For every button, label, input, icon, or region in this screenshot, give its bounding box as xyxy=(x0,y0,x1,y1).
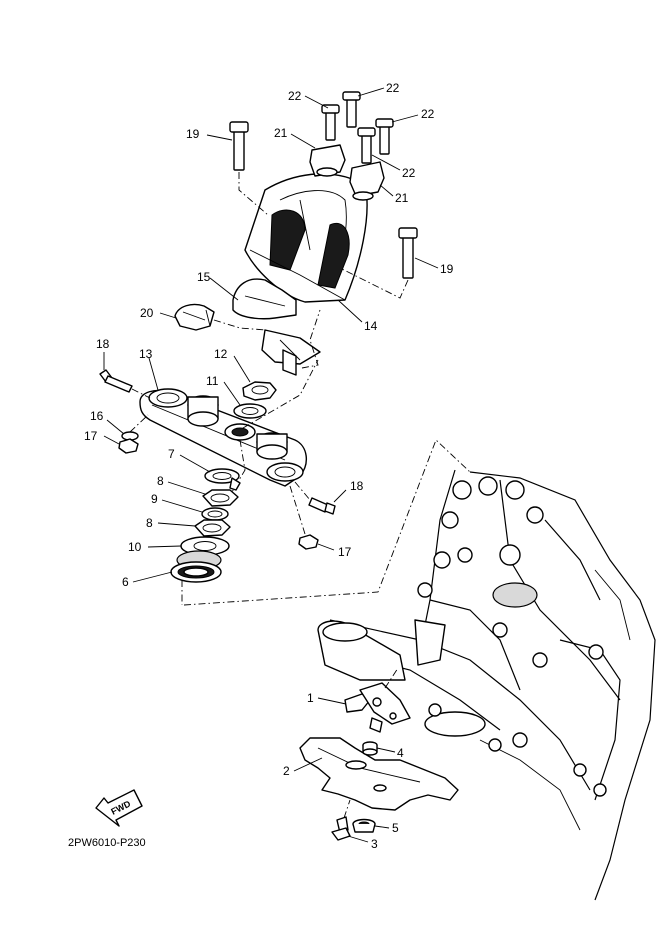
reference-line-3 xyxy=(343,799,351,819)
leader-lines xyxy=(103,87,439,843)
lock-washer-9 xyxy=(201,507,229,521)
callout-3: 3 xyxy=(371,837,378,851)
nut-17-lower xyxy=(298,534,319,550)
callout-8-upper: 8 xyxy=(157,474,164,488)
callout-15: 15 xyxy=(197,270,211,284)
callout-14: 14 xyxy=(364,319,378,333)
reference-line-bracket-top xyxy=(242,359,319,429)
collar-4 xyxy=(362,741,378,756)
bolt-22-d xyxy=(357,127,376,164)
bolt-18-lower xyxy=(308,497,336,515)
bolt-19-left xyxy=(229,121,249,171)
callout-4: 4 xyxy=(397,746,404,760)
reference-line-1 xyxy=(384,667,399,689)
callout-17-lower: 17 xyxy=(338,545,352,559)
steering-nut-12 xyxy=(242,381,277,401)
reference-line-18-upper xyxy=(131,388,151,399)
reference-line-18-lower xyxy=(294,481,311,501)
callout-19-right: 19 xyxy=(440,262,454,276)
bolt-22-b xyxy=(342,91,361,128)
callout-5: 5 xyxy=(392,821,399,835)
reference-line-19-left xyxy=(238,172,269,216)
nut-17-upper xyxy=(118,438,139,454)
reference-line-20 xyxy=(213,319,267,331)
callout-1: 1 xyxy=(307,691,314,705)
handle-guard xyxy=(232,278,321,376)
callout-19-left: 19 xyxy=(186,127,200,141)
washer-11 xyxy=(233,403,267,419)
callout-17-upper: 17 xyxy=(84,429,98,443)
bolt-19-right xyxy=(398,227,418,279)
callout-9: 9 xyxy=(151,492,158,506)
under-bracket xyxy=(139,388,307,487)
diagram-code: 2PW6010-P230 xyxy=(68,837,146,849)
reference-line-stay xyxy=(301,309,321,369)
reference-line-17-lower xyxy=(289,485,306,535)
callouts: 19 22 22 22 22 21 21 19 15 14 20 12 11 1… xyxy=(84,81,454,851)
upper-handle-holder-right xyxy=(349,161,385,201)
ring-nut-8-lower xyxy=(194,519,231,537)
callout-11: 11 xyxy=(206,374,219,388)
callout-2: 2 xyxy=(283,764,290,778)
callout-8-lower: 8 xyxy=(146,516,153,530)
callout-12: 12 xyxy=(214,347,228,361)
plate-2 xyxy=(299,737,459,811)
handle-crown xyxy=(244,173,368,303)
reference-line-19-right xyxy=(339,267,409,299)
callout-7: 7 xyxy=(168,447,175,461)
bracket-1 xyxy=(344,682,411,733)
bearing-6 xyxy=(170,550,222,583)
bolt-3 xyxy=(331,816,351,841)
callout-20: 20 xyxy=(140,306,154,320)
grommet-5 xyxy=(352,818,376,833)
ring-nut-8-upper xyxy=(202,489,239,507)
callout-18-upper: 18 xyxy=(96,337,110,351)
frame-assembly xyxy=(317,469,656,901)
callout-22-b: 22 xyxy=(386,81,400,95)
callout-22-a: 22 xyxy=(288,89,302,103)
reference-line-16 xyxy=(129,414,149,433)
callout-18-lower: 18 xyxy=(350,479,364,493)
callout-13: 13 xyxy=(139,347,153,361)
dust-seal-7 xyxy=(204,468,241,491)
callout-6: 6 xyxy=(122,575,129,589)
forward-arrow-icon: FWD xyxy=(95,789,143,827)
bolt-18-upper xyxy=(99,369,133,393)
callout-16: 16 xyxy=(90,409,104,423)
callout-22-c: 22 xyxy=(421,107,435,121)
upper-handle-holder-left xyxy=(309,144,346,177)
callout-22-d: 22 xyxy=(402,166,416,180)
callout-10: 10 xyxy=(128,540,142,554)
callout-21-left: 21 xyxy=(274,126,288,140)
reference-line-frame xyxy=(183,439,471,606)
clamp-20 xyxy=(174,303,215,331)
bolt-22-c xyxy=(375,118,394,155)
bolt-22-a xyxy=(321,104,340,141)
callout-21-right: 21 xyxy=(395,191,409,205)
